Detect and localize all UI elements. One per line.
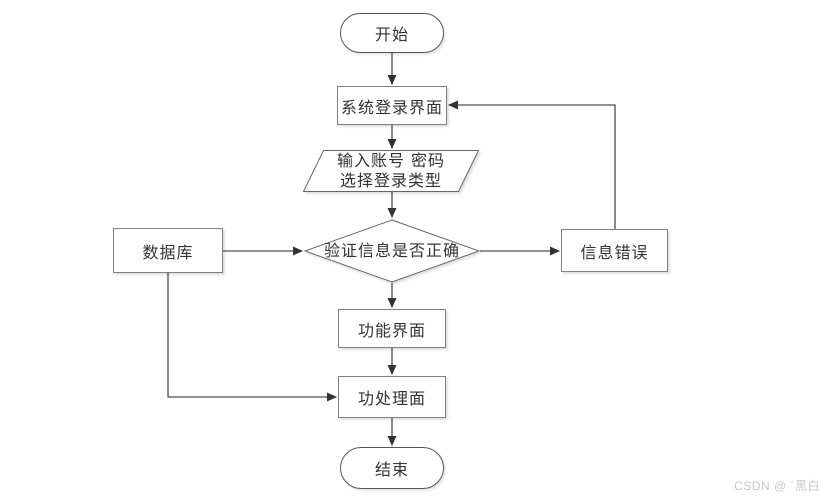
node-database: 数据库 (113, 228, 223, 273)
connector-database-to-process (167, 273, 337, 402)
node-database-label: 数据库 (142, 242, 194, 262)
node-verify-decision: 验证信息是否正确 (304, 219, 480, 283)
node-function-screen-label: 功能界面 (357, 320, 426, 340)
node-info-error-label: 信息错误 (580, 242, 649, 262)
csdn-watermark: CSDN @ ´黑白 (734, 479, 820, 493)
node-login-screen-label: 系统登录界面 (340, 97, 443, 117)
node-start: 开始 (340, 13, 444, 53)
node-input-credentials: 输入账号 密码 选择登录类型 (303, 150, 479, 192)
node-login-screen: 系统登录界面 (337, 86, 447, 125)
node-verify-decision-label: 验证信息是否正确 (323, 241, 460, 260)
node-processing-screen: 功处理面 (338, 376, 446, 418)
diamond-shape (304, 219, 480, 283)
parallelogram-shape (303, 150, 479, 192)
node-processing-screen-label: 功处理面 (357, 389, 426, 408)
node-function-screen: 功能界面 (338, 309, 446, 348)
node-end-label: 结束 (374, 460, 409, 479)
node-end: 结束 (340, 447, 444, 489)
node-input-credentials-label: 输入账号 密码 选择登录类型 (336, 151, 446, 190)
node-info-error: 信息错误 (561, 229, 668, 272)
connector-error-to-login-loop (448, 100, 616, 229)
node-start-label: 开始 (374, 25, 409, 44)
